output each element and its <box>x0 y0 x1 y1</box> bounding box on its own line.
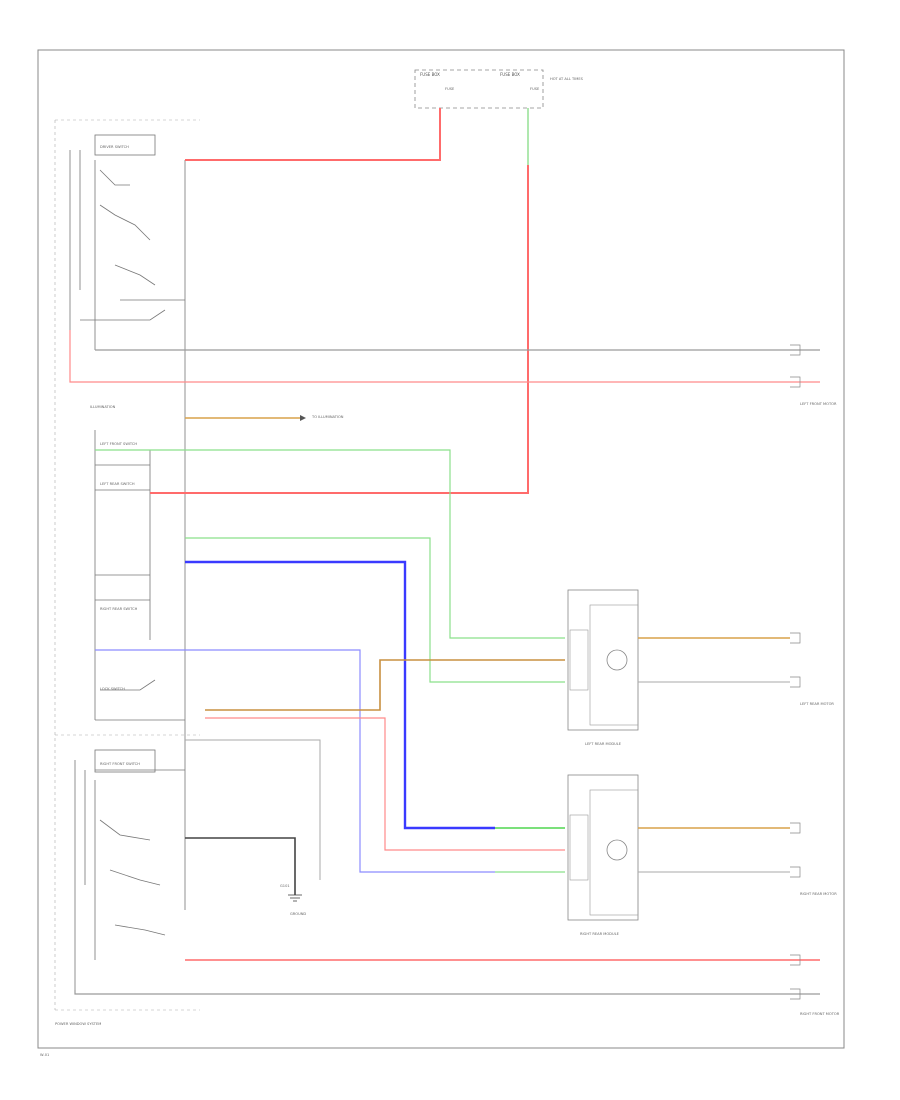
left-rear-motor-label: LEFT REAR MOTOR <box>800 702 834 706</box>
motor-connectors <box>790 344 801 1000</box>
to-illumination-label: TO ILLUMINATION <box>311 415 344 419</box>
right-rear-switch-label: RIGHT REAR SWITCH <box>100 607 138 611</box>
wire-blue-right-rear <box>185 560 495 830</box>
illum-arrow <box>300 415 306 421</box>
ground-label: GROUND <box>290 912 306 916</box>
left-rear-module-label: LEFT REAR MODULE <box>585 742 622 746</box>
master-switch-boundary <box>54 119 200 1011</box>
fuse-right-ref: FUSE <box>530 87 540 91</box>
wire-gray-lower <box>185 739 321 880</box>
left-front-motor-label: LEFT FRONT MOTOR <box>800 402 837 406</box>
fuse-box-label-right: FUSE BOX <box>500 72 520 77</box>
ground-symbol <box>288 894 302 902</box>
wire-pink-lock <box>205 717 565 851</box>
right-rear-module-label: RIGHT REAR MODULE <box>580 932 620 936</box>
fuse-box: FUSE BOX FUSE BOX FUSE FUSE HOT AT ALL T… <box>414 69 584 109</box>
lock-switch-label: LOCK SWITCH <box>100 687 125 691</box>
right-front-switch-label: RIGHT FRONT SWITCH <box>100 762 140 766</box>
wire-lightblue <box>95 649 495 873</box>
illumination-label: ILLUMINATION <box>90 405 116 409</box>
wire-red-feed <box>150 165 529 494</box>
left-rear-module <box>567 589 639 731</box>
driver-switch-group <box>69 134 186 910</box>
fuse-box-label: FUSE BOX <box>420 72 440 77</box>
left-front-switch-label: LEFT FRONT SWITCH <box>100 442 137 446</box>
right-front-motor-label: RIGHT FRONT MOTOR <box>800 1012 840 1016</box>
wire-black-ground <box>185 837 296 895</box>
wire-red-power <box>185 108 441 161</box>
middle-switch-group <box>94 430 185 721</box>
right-rear-motor-label: RIGHT REAR MOTOR <box>800 892 837 896</box>
ground-location-label: G101 <box>280 884 290 888</box>
diagram-frame <box>37 49 845 1049</box>
diagram-title: POWER WINDOW SYSTEM <box>55 1022 101 1026</box>
lower-switch-group <box>74 749 185 990</box>
hot-label: HOT AT ALL TIMES <box>550 77 584 81</box>
wire-red-left-front <box>69 330 820 383</box>
wire-green-left-rear-1 <box>95 449 565 639</box>
right-rear-module <box>567 774 639 921</box>
fuse-left-ref: FUSE <box>445 87 455 91</box>
driver-switch-label: DRIVER SWITCH <box>100 145 129 149</box>
wire-orange-lock <box>205 659 565 711</box>
left-rear-switch-label: LEFT REAR SWITCH <box>100 482 135 486</box>
corner-tag: W-01 <box>40 1053 49 1057</box>
wire-green-left-rear-2 <box>185 537 565 683</box>
wire-gray-right-front <box>74 990 820 995</box>
